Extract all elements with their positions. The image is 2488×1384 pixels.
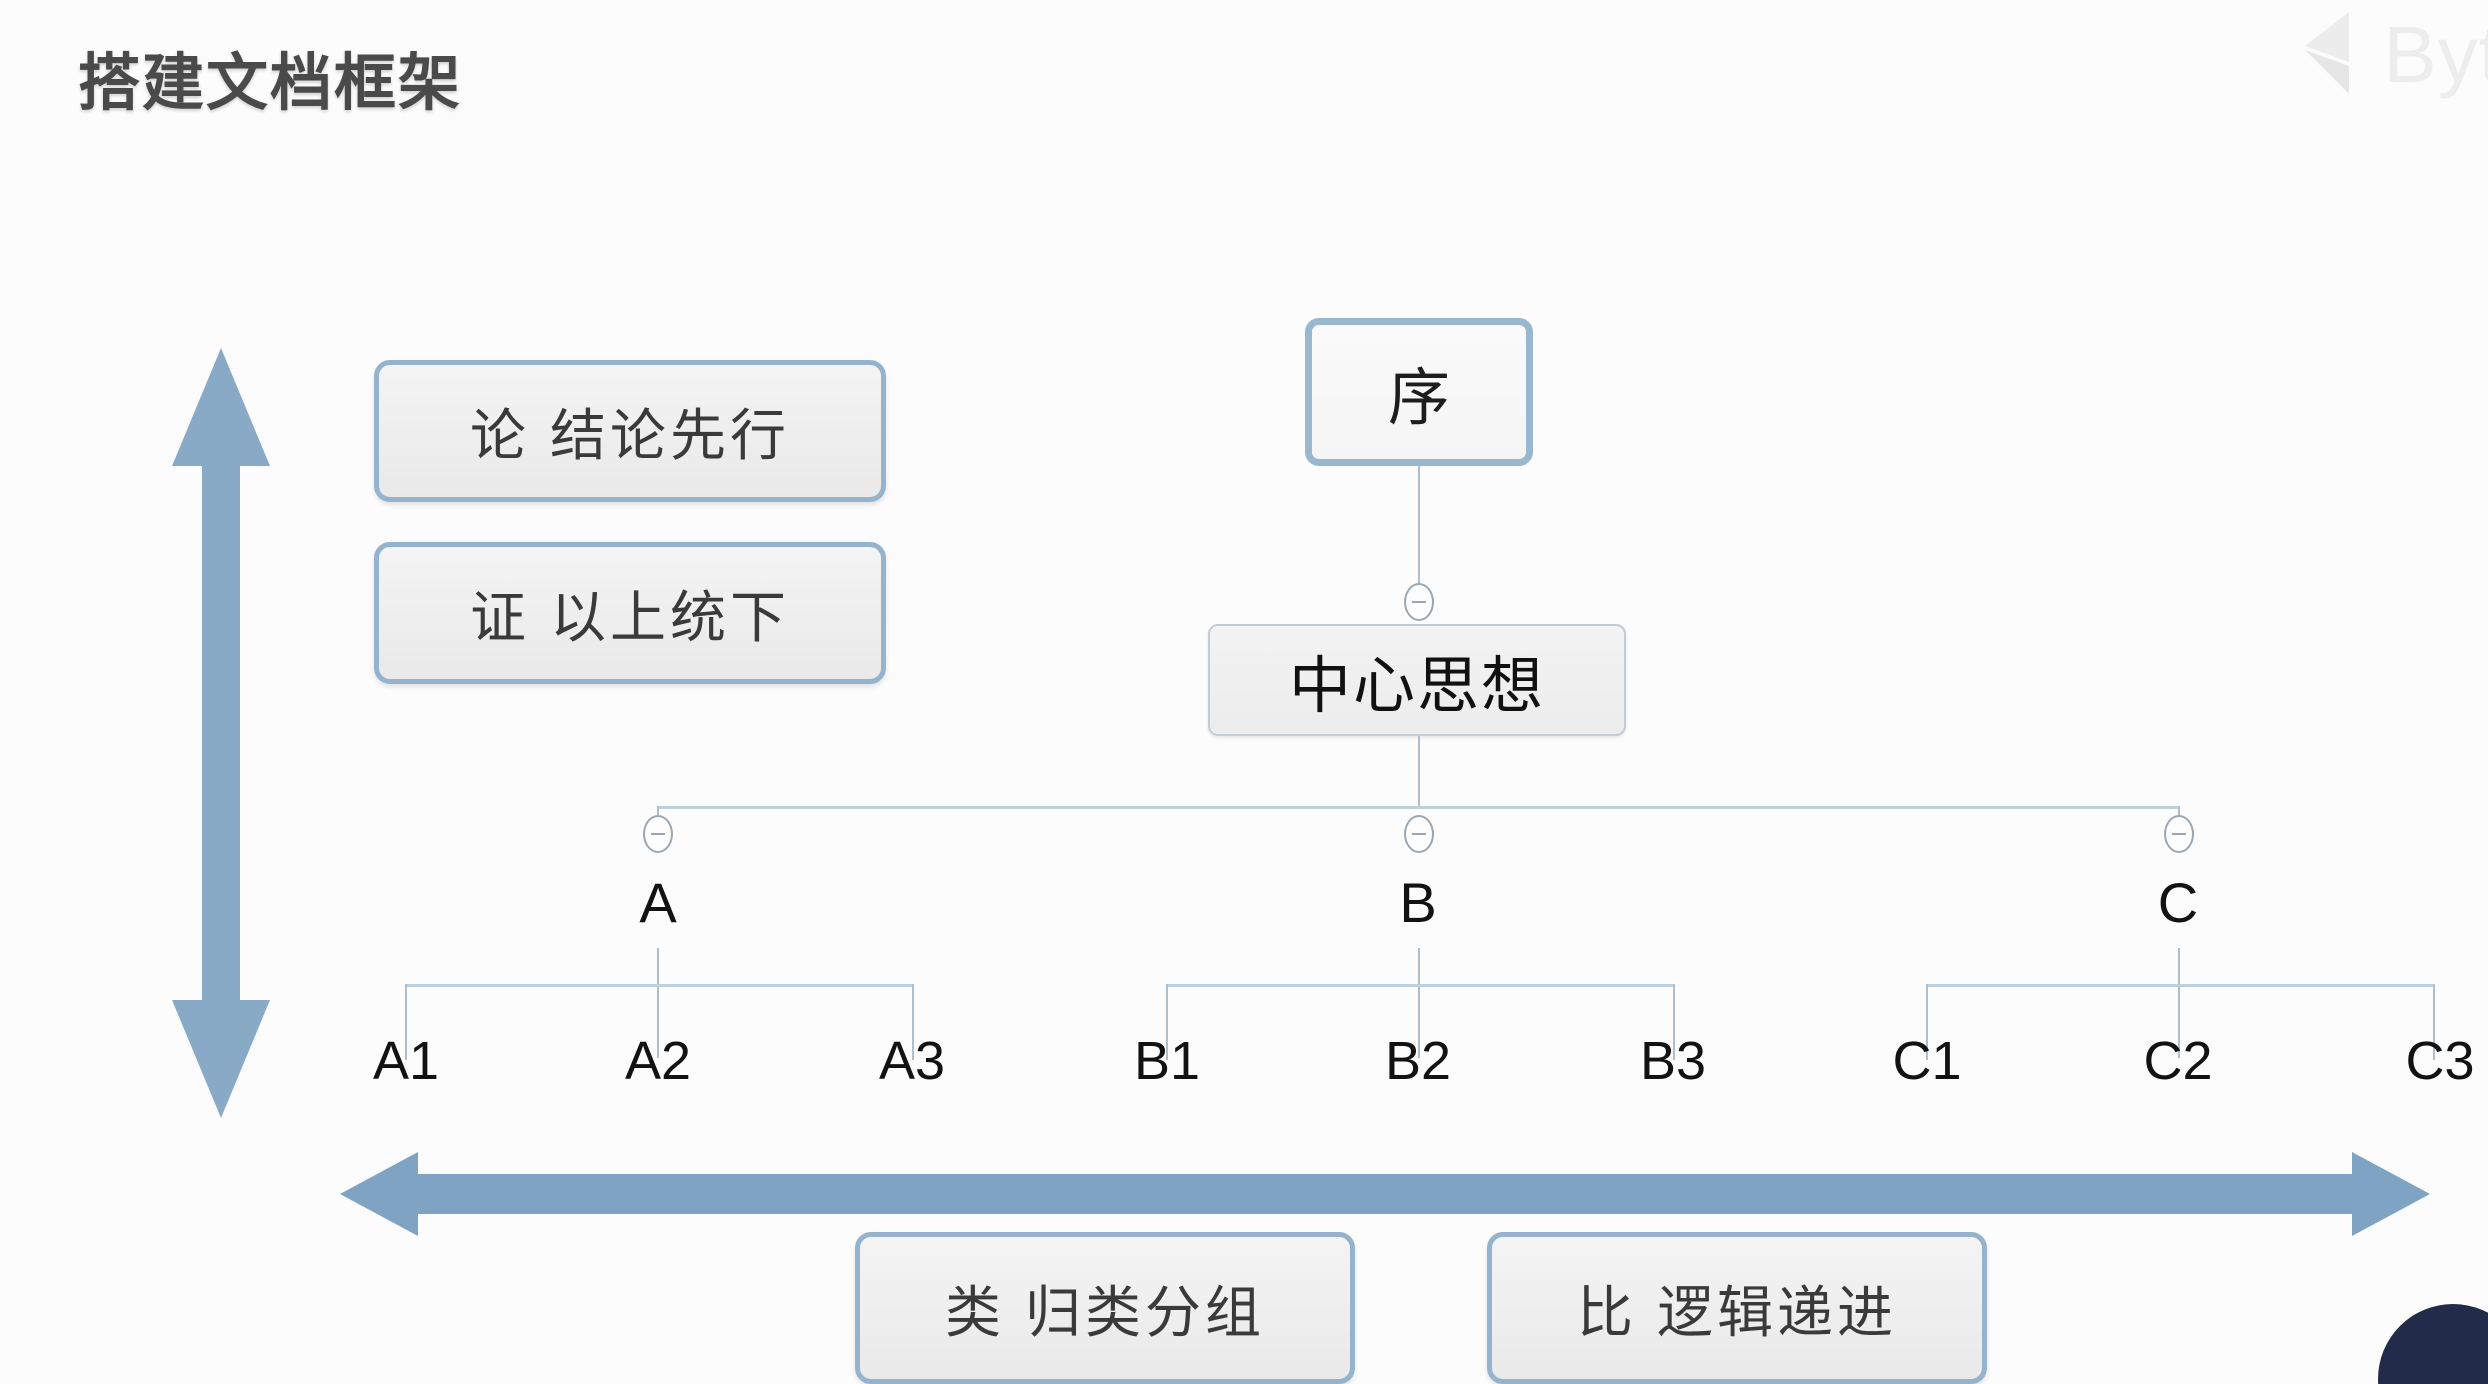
mindmap-branch-label-c[interactable]: C xyxy=(2157,871,2199,934)
principle-chip-lun-head: 论 xyxy=(470,403,530,467)
mindmap-leaf-a1[interactable]: A1 xyxy=(372,1031,440,1091)
bytedance-watermark: Byt xyxy=(2275,6,2488,103)
principle-chip-zheng[interactable]: 证 以上统下 xyxy=(374,542,886,684)
collapse-toggle-a-icon[interactable] xyxy=(643,815,673,853)
branch-bus-line xyxy=(657,806,2179,809)
branch-drop-c xyxy=(2178,806,2180,820)
mindmap-node-root[interactable]: 序 xyxy=(1305,318,1533,466)
mindmap-leaf-a3[interactable]: A3 xyxy=(878,1031,946,1091)
branch-drop-a xyxy=(657,806,659,820)
connector-b-bar xyxy=(1166,984,1674,987)
principle-chip-bi-detail: 逻辑递进 xyxy=(1657,1280,1897,1344)
mindmap-branch-label-a[interactable]: A xyxy=(639,871,677,934)
principle-chip-lun-detail: 结论先行 xyxy=(550,403,790,467)
mindmap-leaf-b3[interactable]: B3 xyxy=(1639,1031,1707,1091)
connector-c-bar xyxy=(1926,984,2434,987)
collapse-toggle-c-icon[interactable] xyxy=(2164,815,2194,853)
collapse-toggle-central-icon[interactable] xyxy=(1404,583,1434,621)
connector-root-to-central xyxy=(1418,466,1420,586)
connector-c3-drop xyxy=(2433,984,2435,1060)
mindmap-leaf-c1[interactable]: C1 xyxy=(1892,1031,1962,1091)
principle-chip-lei[interactable]: 类 归类分组 xyxy=(855,1232,1355,1384)
mindmap-leaf-b2[interactable]: B2 xyxy=(1384,1031,1452,1091)
connector-central-to-branchbus xyxy=(1418,736,1420,807)
mindmap-branch-label-b[interactable]: B xyxy=(1399,871,1437,934)
connector-a-bar xyxy=(405,984,913,987)
page-title: 搭建文档框架 xyxy=(78,49,463,118)
vertical-double-arrow-icon xyxy=(166,348,276,1123)
bytedance-logo-icon xyxy=(2275,6,2367,103)
connector-a-stem xyxy=(657,948,659,1058)
mindmap-leaf-c2[interactable]: C2 xyxy=(2143,1031,2213,1091)
principle-chip-lei-head: 类 xyxy=(945,1280,1005,1344)
mindmap-leaf-a2[interactable]: A2 xyxy=(624,1031,692,1091)
principle-chip-lun[interactable]: 论 结论先行 xyxy=(374,360,886,502)
horizontal-double-arrow-icon xyxy=(340,1148,2430,1245)
connector-c1-drop xyxy=(1926,984,1928,1060)
mindmap-node-root-label: 序 xyxy=(1387,364,1450,433)
principle-chip-zheng-head: 证 xyxy=(470,585,530,649)
mindmap-node-central-label: 中心思想 xyxy=(1288,652,1545,721)
watermark-text: Byt xyxy=(2383,9,2488,99)
mindmap-leaf-b1[interactable]: B1 xyxy=(1133,1031,1201,1091)
principle-chip-lei-detail: 归类分组 xyxy=(1025,1280,1265,1344)
connector-a3-drop xyxy=(912,984,914,1060)
connector-a1-drop xyxy=(405,984,407,1060)
principle-chip-bi[interactable]: 比 逻辑递进 xyxy=(1487,1232,1987,1384)
connector-b-stem xyxy=(1418,948,1420,1058)
connector-c-stem xyxy=(2178,948,2180,1058)
connector-b1-drop xyxy=(1166,984,1168,1060)
connector-b3-drop xyxy=(1673,984,1675,1060)
mindmap-node-central[interactable]: 中心思想 xyxy=(1208,624,1626,736)
principle-chip-zheng-detail: 以上统下 xyxy=(550,585,790,649)
collapse-toggle-b-icon[interactable] xyxy=(1404,815,1434,853)
principle-chip-bi-head: 比 xyxy=(1577,1280,1637,1344)
corner-overlay-shape xyxy=(2378,1304,2488,1384)
mindmap-leaf-c3[interactable]: C3 xyxy=(2405,1031,2475,1091)
